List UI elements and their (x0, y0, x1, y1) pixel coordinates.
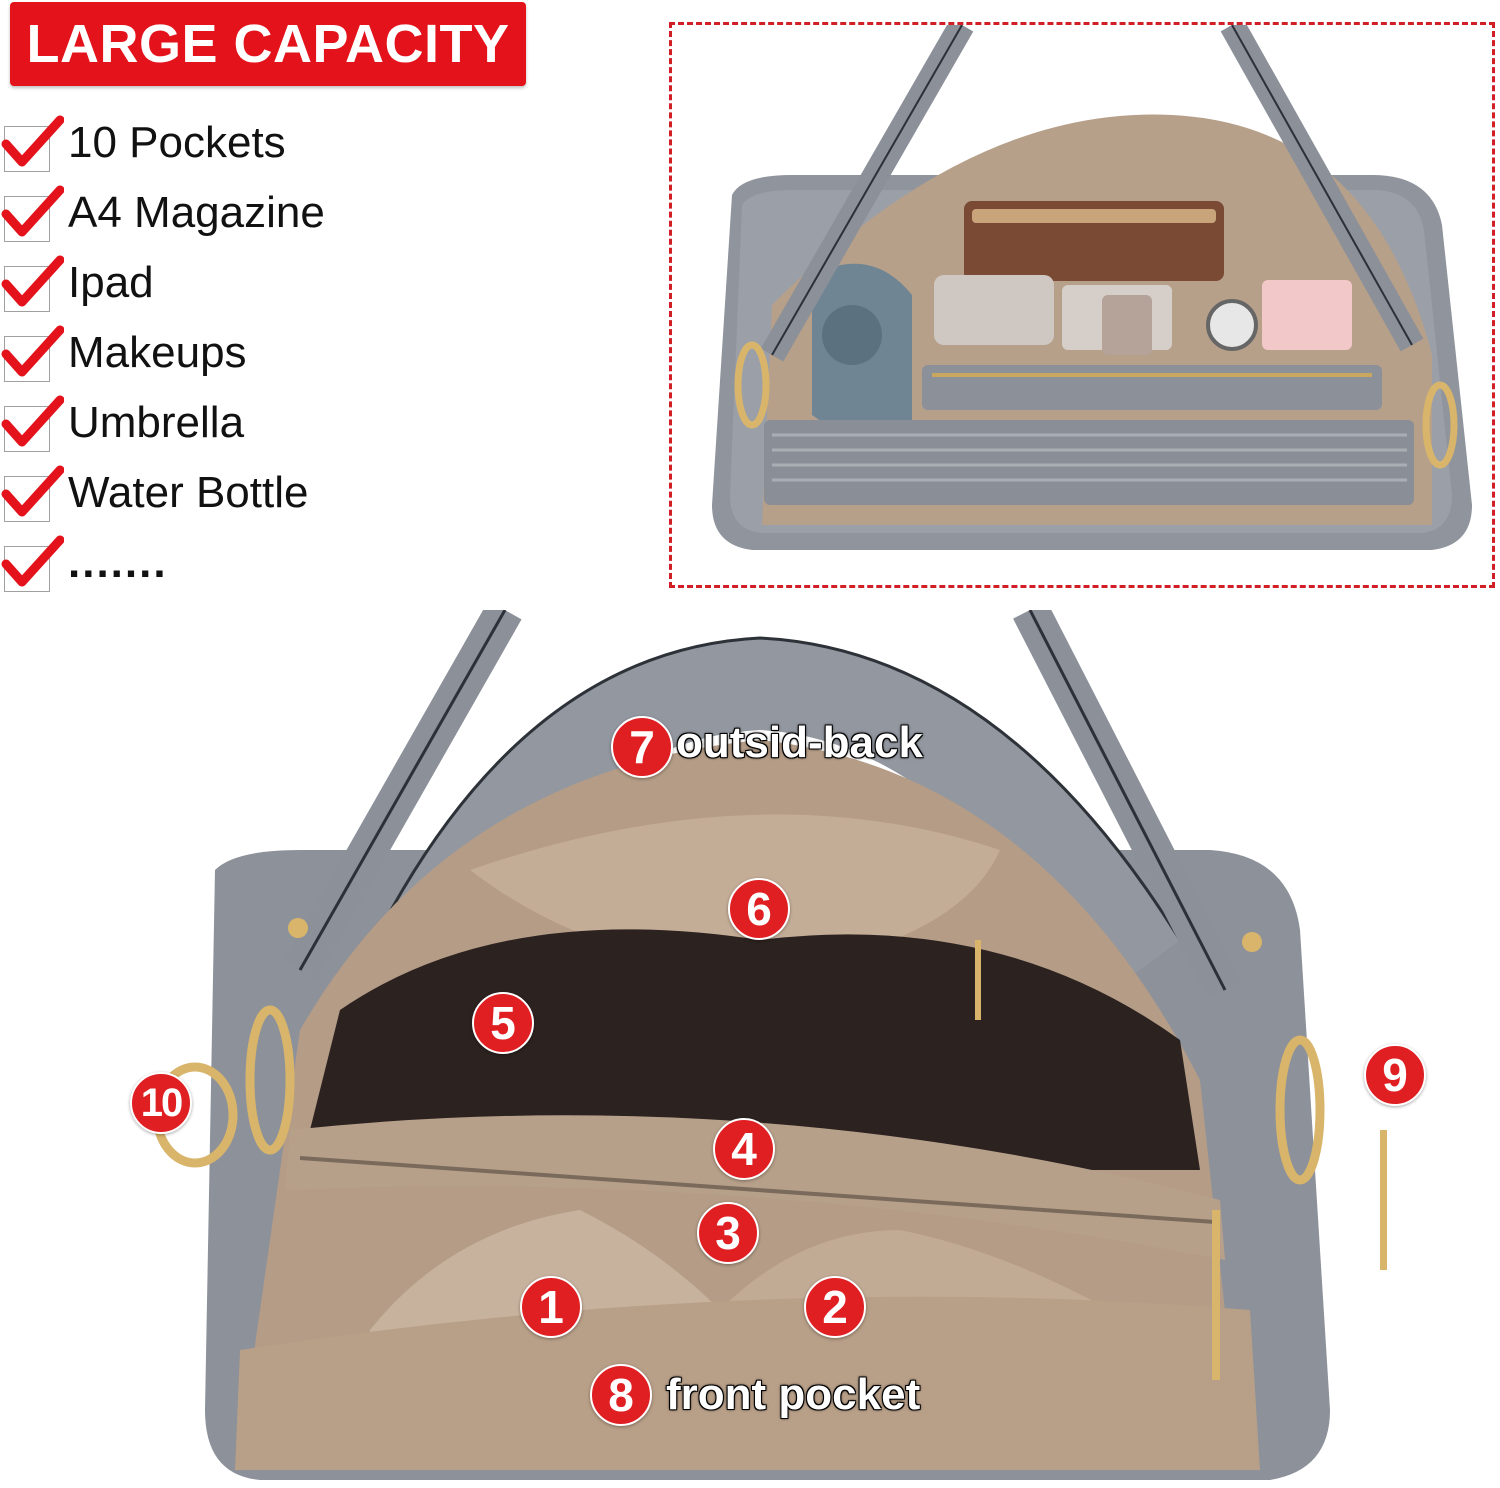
feature-label: Makeups (68, 328, 247, 377)
banner: LARGE CAPACITY (10, 2, 526, 86)
callout-label-front-pocket: front pocket (666, 1370, 921, 1419)
callout-badge-7: 7 (611, 716, 673, 778)
feature-label: ....... (68, 538, 168, 587)
callout-badge-1: 1 (520, 1276, 582, 1338)
callout-badge-3: 3 (697, 1202, 759, 1264)
open-bag-photo: 7 outsid-back 6 5 4 3 1 2 8 front pocket… (0, 610, 1500, 1488)
callout-label-outside-back: outsid-back (676, 718, 923, 767)
feature-item: Makeups (0, 320, 600, 390)
open-bag-illustration (152, 610, 1387, 1480)
feature-label: 10 Pockets (68, 118, 286, 167)
feature-label: Ipad (68, 258, 154, 307)
feature-item: 10 Pockets (0, 110, 600, 180)
checkmark-icon (1, 395, 64, 447)
checkmark-icon (1, 325, 64, 377)
checkmark-icon (1, 255, 64, 307)
feature-label: Umbrella (68, 398, 245, 447)
callout-badge-5: 5 (472, 992, 534, 1054)
feature-item: A4 Magazine (0, 180, 600, 250)
feature-item: Umbrella (0, 390, 600, 460)
callout-badge-9: 9 (1364, 1044, 1426, 1106)
callout-badge-2: 2 (804, 1276, 866, 1338)
packed-bag-inset (669, 22, 1495, 588)
checkmark-icon (1, 465, 64, 517)
feature-list: 10 Pockets A4 Magazine Ipad Makeups Umbr… (0, 110, 600, 600)
callout-badge-4: 4 (713, 1118, 775, 1180)
callout-badge-6: 6 (728, 878, 790, 940)
checkmark-icon (1, 535, 64, 587)
feature-item: Water Bottle (0, 460, 600, 530)
packed-bag-illustration (712, 25, 1472, 550)
feature-item: ....... (0, 530, 600, 600)
callout-badge-8: 8 (590, 1364, 652, 1426)
checkmark-icon (1, 115, 64, 167)
feature-label: Water Bottle (68, 468, 309, 517)
checkmark-icon (1, 185, 64, 237)
callout-badge-10: 10 (130, 1072, 192, 1134)
feature-item: Ipad (0, 250, 600, 320)
feature-label: A4 Magazine (68, 188, 325, 237)
